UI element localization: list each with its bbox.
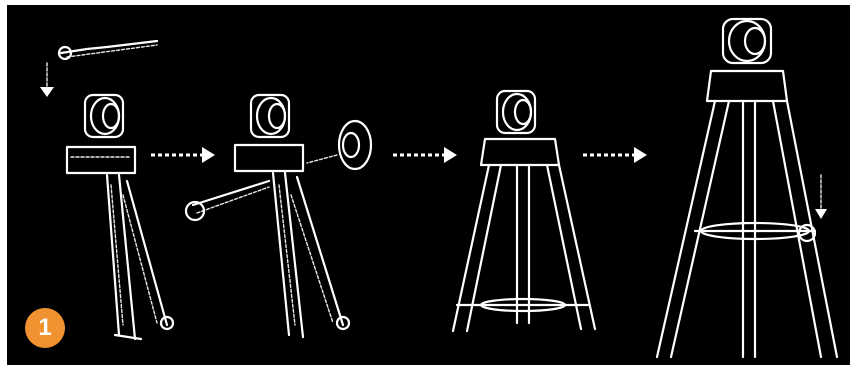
instruction-panel: 1 xyxy=(7,5,850,365)
tripod-extended-icon xyxy=(657,19,837,357)
dotted-arrow-right-icon xyxy=(151,147,215,163)
dotted-arrow-right-icon xyxy=(393,147,457,163)
dotted-arrow-right-icon xyxy=(583,147,647,163)
tripod-attach-handle-and-knob-icon xyxy=(186,95,371,337)
tripod-legs-spread-icon xyxy=(453,91,595,331)
tripod-assembly-diagram xyxy=(7,5,850,365)
tripod-folded-with-head-icon xyxy=(40,41,173,339)
step-number-badge: 1 xyxy=(25,308,65,348)
